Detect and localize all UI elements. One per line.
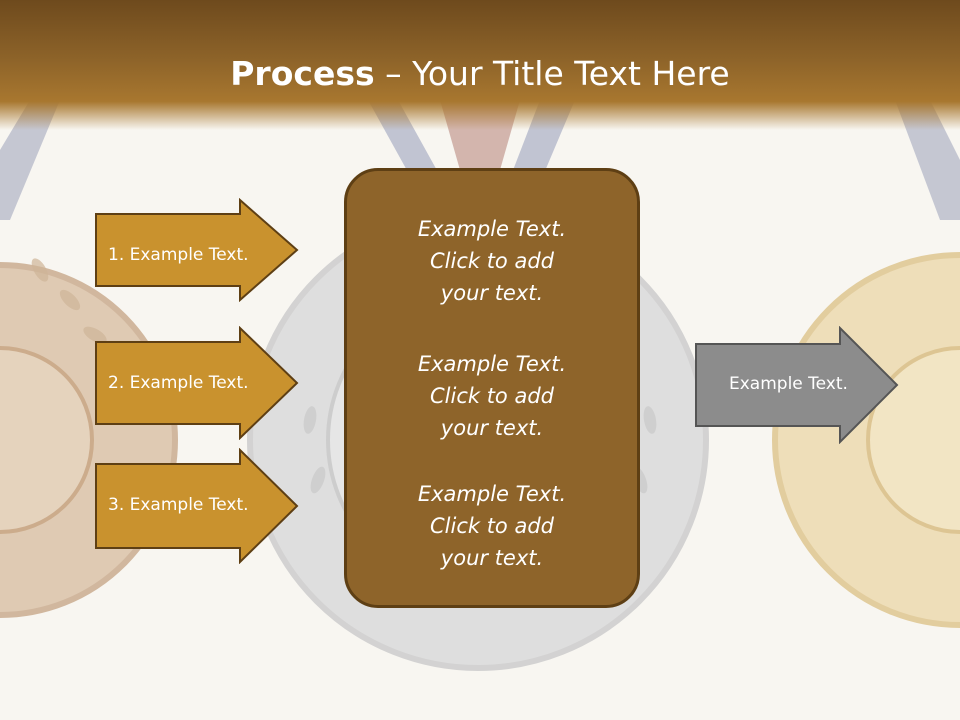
left-arrow-3-label: 3. Example Text. [108, 495, 249, 515]
paragraph-line: Example Text. [417, 482, 567, 506]
ribbon-right [895, 100, 960, 220]
center-paragraph-3: Example Text. Click to add your text. [344, 478, 640, 574]
paragraph-line: Click to add [429, 384, 554, 408]
right-arrow[interactable] [694, 326, 900, 444]
left-arrow-1[interactable] [94, 198, 300, 302]
center-paragraph-1: Example Text. Click to add your text. [344, 213, 640, 309]
ribbon-left [0, 100, 60, 220]
paragraph-line: Click to add [429, 249, 554, 273]
title-rest: – Your Title Text Here [374, 54, 730, 93]
center-paragraph-2: Example Text. Click to add your text. [344, 348, 640, 444]
left-arrow-2[interactable] [94, 326, 300, 440]
right-arrow-label: Example Text. [729, 374, 848, 394]
left-arrow-1-label: 1. Example Text. [108, 245, 249, 265]
title-bold: Process [230, 54, 375, 93]
slide-title[interactable]: Process – Your Title Text Here [0, 52, 960, 96]
left-arrow-3[interactable] [94, 448, 300, 564]
paragraph-line: Example Text. [417, 352, 567, 376]
header-band [0, 0, 960, 130]
paragraph-line: your text. [440, 281, 544, 305]
paragraph-line: Example Text. [417, 217, 567, 241]
paragraph-line: Click to add [429, 514, 554, 538]
paragraph-line: your text. [440, 416, 544, 440]
paragraph-line: your text. [440, 546, 544, 570]
center-text-box[interactable] [344, 168, 640, 608]
left-arrow-2-label: 2. Example Text. [108, 373, 249, 393]
